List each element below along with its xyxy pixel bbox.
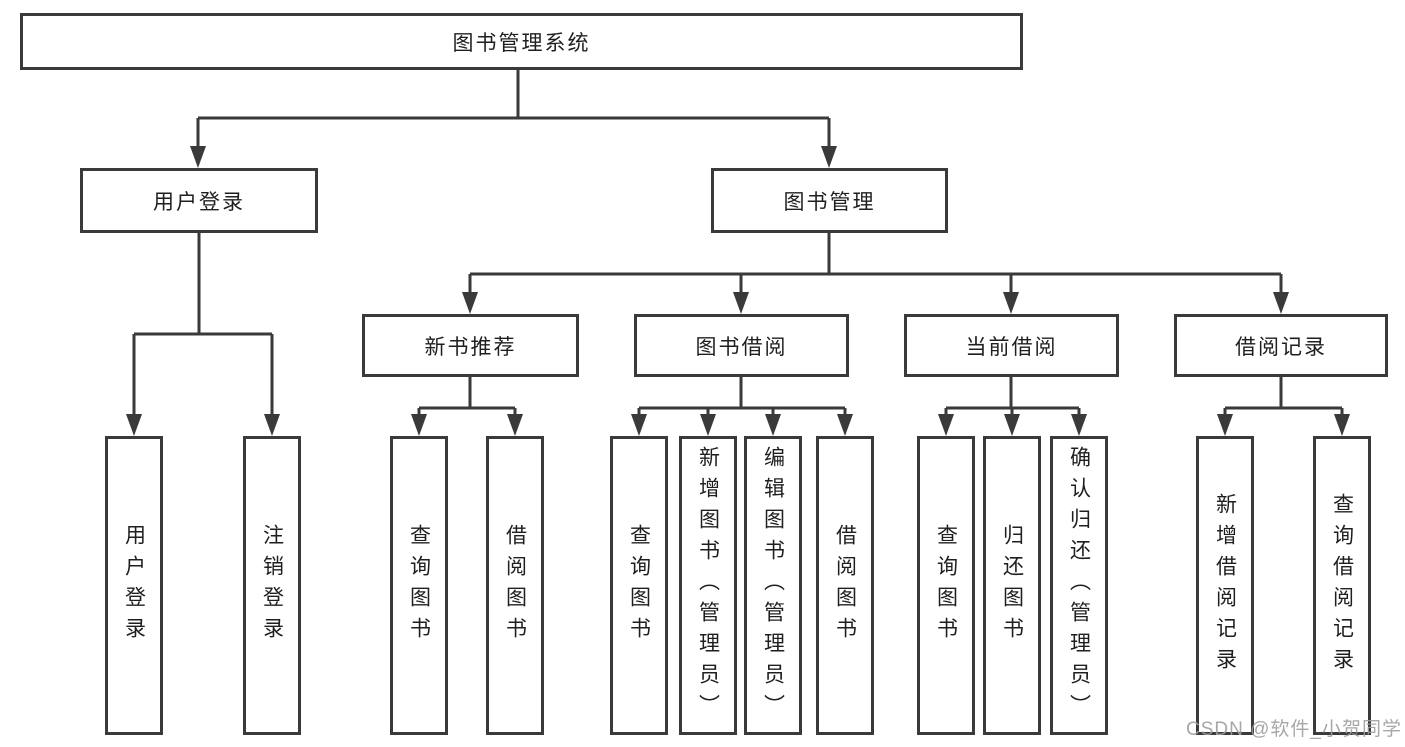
connector-current-borrow-to-leaves — [938, 377, 1087, 436]
leaf-label: 查询借阅记录 — [1330, 492, 1354, 679]
leaf-query-books-current: 查询图书 — [917, 436, 975, 735]
connector-new-book-to-leaves — [411, 377, 523, 436]
node-label: 图书管理 — [783, 190, 876, 214]
node-label: 图书管理系统 — [452, 31, 591, 55]
leaf-add-borrow-record: 新增借阅记录 — [1196, 436, 1254, 735]
connector-borrow-record-to-leaves — [1217, 377, 1350, 436]
leaf-edit-books-admin: 编辑图书（管理员） — [744, 436, 802, 735]
leaf-confirm-return-admin: 确认归还（管理员） — [1050, 436, 1108, 735]
leaf-label: 新增图书（管理员） — [696, 446, 720, 725]
leaf-user-login: 用户登录 — [105, 436, 163, 735]
node-book-borrow: 图书借阅 — [634, 314, 849, 377]
connector-user-login-to-leaves — [126, 233, 280, 436]
connector-root-to-level2 — [190, 70, 837, 168]
leaf-label: 查询图书 — [627, 523, 651, 648]
leaf-label: 注销登录 — [260, 523, 284, 648]
node-user-login: 用户登录 — [80, 168, 318, 233]
leaf-label: 编辑图书（管理员） — [761, 446, 785, 725]
node-book-management: 图书管理 — [711, 168, 948, 233]
leaf-borrow-books-recommend: 借阅图书 — [486, 436, 544, 735]
node-label: 图书借阅 — [695, 335, 788, 359]
csdn-watermark: CSDN @软件_小贺同学 — [1186, 719, 1402, 740]
connector-book-mgmt-to-level3 — [462, 233, 1289, 314]
leaf-label: 借阅图书 — [503, 523, 527, 648]
leaf-logout: 注销登录 — [243, 436, 301, 735]
leaf-label: 查询图书 — [407, 523, 431, 648]
leaf-query-books-recommend: 查询图书 — [390, 436, 448, 735]
leaf-return-books: 归还图书 — [983, 436, 1041, 735]
leaf-label: 借阅图书 — [833, 523, 857, 648]
node-label: 新书推荐 — [424, 335, 517, 359]
leaf-label: 用户登录 — [122, 523, 146, 648]
node-current-borrow: 当前借阅 — [904, 314, 1119, 377]
node-label: 借阅记录 — [1235, 335, 1327, 359]
leaf-query-borrow-record: 查询借阅记录 — [1313, 436, 1371, 735]
node-label: 用户登录 — [153, 190, 245, 214]
leaf-add-books-admin: 新增图书（管理员） — [679, 436, 737, 735]
node-root-library-system: 图书管理系统 — [20, 13, 1023, 70]
node-new-book-recommend: 新书推荐 — [362, 314, 579, 377]
node-label: 当前借阅 — [965, 335, 1058, 359]
node-borrow-record: 借阅记录 — [1174, 314, 1388, 377]
leaf-query-books-borrow: 查询图书 — [610, 436, 668, 735]
leaf-label: 新增借阅记录 — [1213, 492, 1237, 679]
leaf-label: 归还图书 — [1000, 523, 1024, 648]
leaf-label: 查询图书 — [934, 523, 958, 648]
leaf-borrow-books: 借阅图书 — [816, 436, 874, 735]
connector-book-borrow-to-leaves — [631, 377, 853, 436]
leaf-label: 确认归还（管理员） — [1067, 446, 1091, 725]
